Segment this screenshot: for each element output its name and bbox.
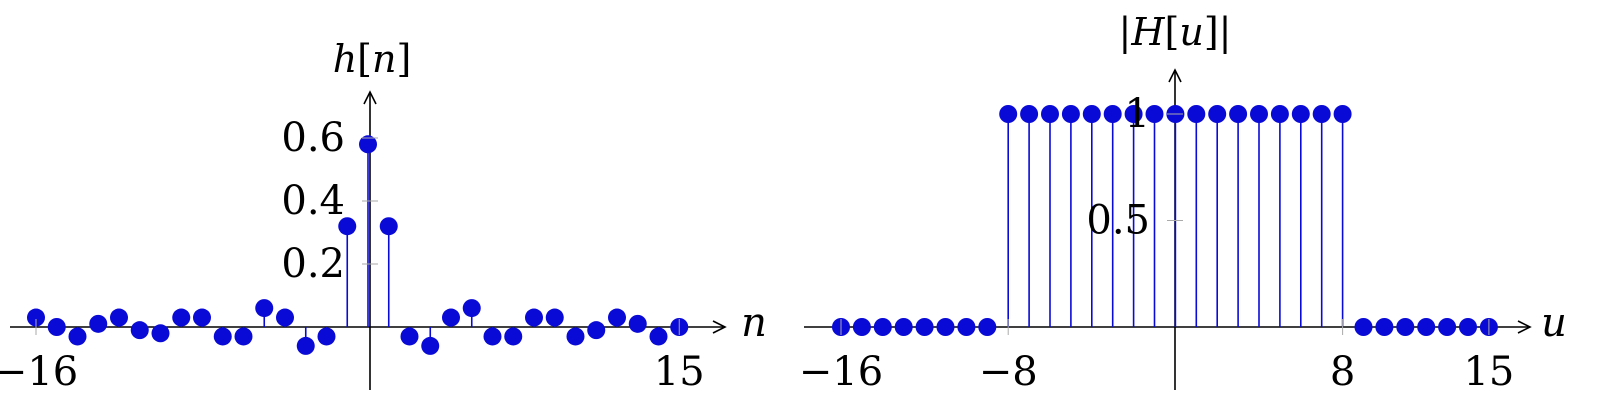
h-data-point bbox=[172, 308, 191, 327]
H-x-tick-label: −8 bbox=[979, 349, 1038, 395]
H-data-point bbox=[1333, 105, 1352, 123]
h-data-point bbox=[255, 299, 274, 318]
H-data-point bbox=[852, 318, 871, 336]
h-data-point bbox=[89, 314, 108, 333]
h-data-point bbox=[649, 327, 668, 346]
H-data-point bbox=[1041, 105, 1059, 123]
H-data-point bbox=[1020, 105, 1039, 123]
h-data-point bbox=[442, 308, 460, 327]
H-data-point bbox=[1229, 105, 1248, 123]
h-data-point bbox=[234, 327, 253, 346]
H-data-point bbox=[1250, 105, 1268, 123]
h-title: h[n] bbox=[333, 37, 412, 81]
H-data-point bbox=[894, 318, 913, 336]
h-data-point bbox=[525, 308, 543, 327]
H-data-point bbox=[999, 105, 1018, 123]
H-data-point bbox=[1312, 105, 1331, 123]
h-x-tick-label: 15 bbox=[654, 349, 705, 395]
h-y-tick-label: 0.6 bbox=[281, 115, 345, 161]
H-data-point bbox=[915, 318, 934, 336]
impulse-response-chart: 0.2 0.4 0.6 −16 15 n h[n] bbox=[0, 37, 767, 395]
h-data-point bbox=[151, 324, 170, 343]
H-data-point bbox=[957, 318, 976, 336]
H-data-point bbox=[1375, 318, 1394, 336]
h-data-point bbox=[608, 308, 626, 327]
H-data-point bbox=[1459, 318, 1477, 336]
magnitude-response-chart: 0.5 1 −16 −8 8 15 u |H[u]| bbox=[799, 10, 1567, 395]
H-data-point bbox=[873, 318, 892, 336]
h-data-point bbox=[462, 299, 481, 318]
H-data-point bbox=[1396, 318, 1415, 336]
h-data-point bbox=[400, 327, 419, 346]
h-data-point bbox=[110, 308, 128, 327]
h-x-axis-arrow bbox=[712, 320, 727, 334]
h-data-point bbox=[379, 217, 398, 236]
H-data-point bbox=[1291, 105, 1310, 123]
H-data-point bbox=[1417, 318, 1436, 336]
h-data-point bbox=[193, 308, 211, 327]
h-data-point bbox=[296, 336, 315, 355]
h-data-point bbox=[276, 308, 294, 327]
H-x-tick-label: 8 bbox=[1330, 349, 1355, 395]
H-data-point bbox=[1208, 105, 1227, 123]
h-data-point bbox=[587, 321, 606, 340]
H-y-tick-label: 0.5 bbox=[1086, 198, 1150, 244]
h-data-point bbox=[213, 327, 232, 346]
h-y-tick-label: 0.2 bbox=[281, 241, 345, 287]
h-data-point bbox=[338, 217, 357, 236]
H-data-point bbox=[1103, 105, 1122, 123]
h-y-tick-label: 0.4 bbox=[281, 178, 345, 224]
h-data-point bbox=[628, 314, 647, 333]
H-data-point bbox=[1145, 105, 1164, 123]
h-y-axis-arrow bbox=[363, 90, 377, 105]
h-data-point bbox=[566, 327, 585, 346]
h-x-tick-label: −16 bbox=[0, 349, 78, 395]
h-data-point bbox=[545, 308, 564, 327]
H-data-point bbox=[978, 318, 997, 336]
H-x-tick-label: 15 bbox=[1463, 349, 1514, 395]
H-data-point bbox=[1124, 105, 1143, 123]
H-x-axis-arrow bbox=[1517, 320, 1532, 334]
H-y-axis-arrow bbox=[1168, 68, 1182, 83]
h-data-point bbox=[68, 327, 87, 346]
H-y-tick-label: 1 bbox=[1125, 91, 1150, 137]
h-data-point bbox=[359, 135, 377, 154]
h-data-point bbox=[47, 318, 66, 336]
H-x-tick-label: −16 bbox=[799, 349, 883, 395]
h-data-point bbox=[483, 327, 502, 346]
H-data-point bbox=[1270, 105, 1289, 123]
H-data-point bbox=[1438, 318, 1457, 336]
H-x-axis-label: u bbox=[1541, 300, 1567, 346]
H-data-point bbox=[1354, 318, 1373, 336]
h-data-point bbox=[317, 327, 336, 346]
h-data-point bbox=[130, 321, 149, 340]
H-data-point bbox=[1061, 105, 1080, 123]
h-data-point bbox=[27, 308, 45, 327]
H-data-point bbox=[1082, 105, 1101, 123]
h-data-point bbox=[421, 336, 440, 355]
h-data-point bbox=[504, 327, 523, 346]
H-data-point bbox=[1187, 105, 1206, 123]
H-data-point bbox=[936, 318, 955, 336]
H-title: |H[u]| bbox=[1119, 10, 1232, 54]
h-x-axis-label: n bbox=[741, 300, 767, 346]
